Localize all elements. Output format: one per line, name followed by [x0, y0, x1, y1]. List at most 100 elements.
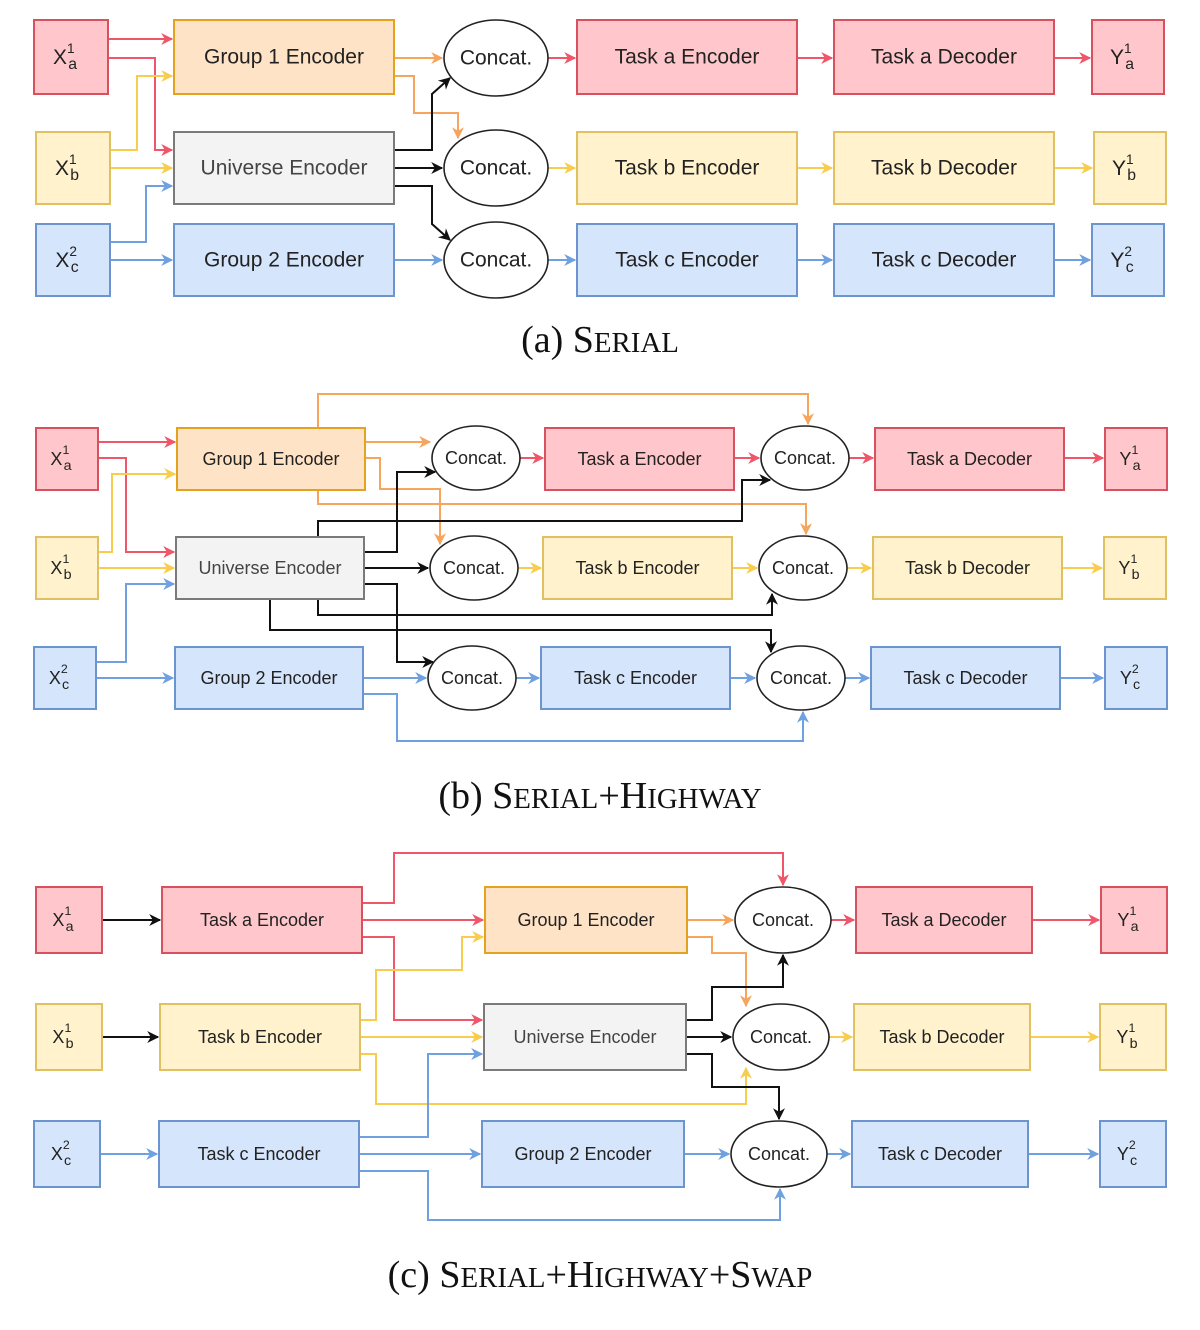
node-box: [833, 131, 1055, 205]
node-label: Concat.: [774, 448, 836, 468]
var-sub: a: [1133, 458, 1141, 474]
node-label: Concat.: [460, 249, 532, 272]
node-label: Concat.: [750, 1027, 812, 1047]
var-sub: a: [66, 919, 74, 935]
edges-layer: [96, 33, 1105, 1221]
var-base: X: [53, 46, 67, 69]
node-ca: Concat.: [443, 19, 549, 97]
node-label: Task a Decoder: [907, 449, 1032, 469]
node-label: Group 2 Encoder: [514, 1144, 651, 1164]
var-sup: 2: [61, 662, 68, 676]
var-sup: 1: [69, 152, 77, 167]
var-base: Y: [1117, 1144, 1129, 1164]
node-label: Task c Encoder: [197, 1144, 320, 1164]
caption-word-rest: ERIAL: [460, 1262, 545, 1294]
var-base: Y: [1118, 558, 1130, 578]
var-base: Y: [1120, 668, 1132, 688]
var-sup: 1: [1129, 904, 1136, 918]
edge-g1-to-c1b: [365, 457, 446, 546]
node-box: [158, 1120, 360, 1188]
var-sub: b: [66, 1036, 74, 1052]
node-box: [481, 1120, 685, 1188]
node-label: Concat.: [772, 558, 834, 578]
caption-word-rest: ERIAL: [513, 783, 598, 815]
node-box: [176, 427, 366, 491]
node-box: [35, 223, 111, 297]
edge-u-to-ca: [686, 953, 789, 1021]
node-tad: Task a Decoder: [833, 19, 1055, 95]
node-g1: Group 1 Encoder: [176, 427, 366, 491]
caption-plus: +: [545, 1254, 566, 1296]
node-box: [1091, 19, 1165, 95]
node-box: [833, 19, 1055, 95]
node-box: [853, 1003, 1031, 1071]
node-box: [173, 131, 395, 205]
edge-g1-to-cb: [687, 936, 752, 1008]
var-base: X: [49, 668, 61, 688]
caption-plus: +: [598, 775, 619, 817]
edge-tbe-to-cb: [360, 1053, 752, 1105]
var-sub: c: [1126, 259, 1134, 276]
node-label: Universe Encoder: [198, 558, 341, 578]
node-box: [33, 646, 97, 710]
edge-tbe-to-g1: [360, 931, 485, 1021]
caption-word-rest: ERIAL: [594, 327, 679, 359]
node-label: Task b Decoder: [879, 1027, 1004, 1047]
node-label: Universe Encoder: [201, 157, 368, 180]
var-sup: 1: [1130, 552, 1137, 566]
var-sup: 2: [1124, 244, 1132, 259]
concat-ellipse: [443, 221, 549, 299]
node-c2b: Concat.: [758, 535, 848, 601]
var-sup: 2: [1132, 662, 1139, 676]
edge-x1b-to-g1: [110, 70, 174, 151]
node-box: [1103, 536, 1167, 600]
concat-ellipse: [732, 1003, 830, 1071]
node-c2a: Concat.: [760, 425, 850, 491]
var-sub: c: [64, 1153, 71, 1169]
var-sub: c: [1130, 1153, 1137, 1169]
var-sup: 2: [1129, 1138, 1136, 1152]
edge-x1b-to-g1: [98, 468, 177, 553]
caption-word-initial: S: [573, 319, 594, 361]
node-label: Universe Encoder: [513, 1027, 656, 1047]
caption-word-initial: S: [730, 1254, 751, 1296]
node-ca: Concat.: [734, 886, 832, 954]
var-sup: 1: [62, 552, 69, 566]
node-box: [874, 427, 1065, 491]
edge-u-to-c2b: [317, 592, 778, 616]
edge-u-to-cc: [686, 1053, 785, 1121]
node-label: Task c Encoder: [615, 249, 759, 272]
node-tbe: Task b Encoder: [576, 131, 798, 205]
node-label: Group 2 Encoder: [204, 249, 364, 272]
node-c1c: Concat.: [427, 645, 517, 711]
node-g2: Group 2 Encoder: [173, 223, 395, 297]
var-sub: a: [1125, 56, 1134, 73]
node-box: [1093, 131, 1167, 205]
node-u: Universe Encoder: [175, 536, 365, 600]
node-box: [1099, 1003, 1167, 1071]
node-label: Task b Encoder: [615, 157, 760, 180]
edge-x2c-to-u: [110, 180, 174, 243]
edge-g1-to-c2a: [317, 393, 814, 428]
node-tbd: Task b Decoder: [833, 131, 1055, 205]
